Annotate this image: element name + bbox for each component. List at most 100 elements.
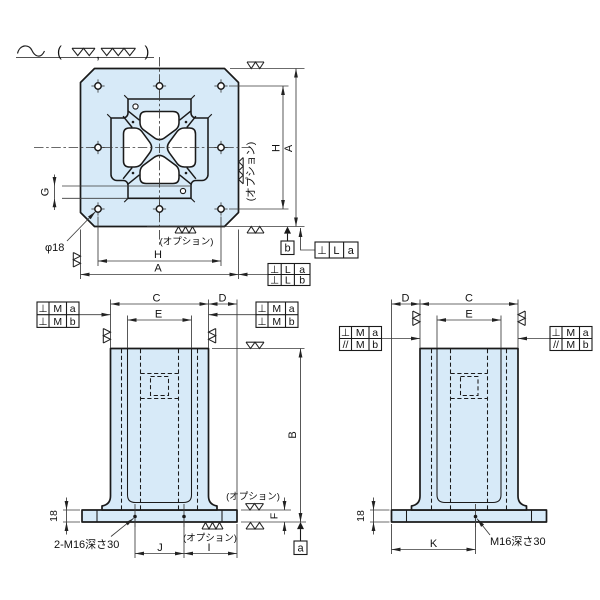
fcf-datum: a [583,327,589,339]
callout-dia18: φ18 [45,211,96,254]
front-column [101,347,218,511]
dim-K-label: K [430,538,438,550]
fcf-side-left: ⊥ M a // M b [338,325,420,351]
finish-mid-icon [245,521,265,530]
callout-M16: M16深さ30 [476,518,546,548]
front-base [81,509,238,523]
dim-I: I [184,524,238,558]
dim-18-label: 18 [355,510,367,522]
dim-E-label: E [465,309,472,321]
fcf-symbol: ⊥ [257,316,266,328]
fcf-tolerance: L [285,275,291,287]
top-option-right: (オプション) [237,142,257,202]
front-square-window [149,375,170,397]
finish-fine-icon [100,47,136,57]
finish-mid-icon [246,61,265,70]
note-comma: , [96,47,100,63]
dim-C-front: C [110,293,209,306]
surface-finish-note: ( , ) [16,45,154,63]
dim-J-label: J [157,542,163,554]
tap-label: M16深さ30 [490,535,546,548]
finish-fine-icon [201,521,224,531]
dim-E-side: E [437,309,501,322]
finish-mid-icon [245,341,265,350]
front-hidden-lines [120,349,199,510]
dim-C-label: C [153,293,161,305]
tap2-label: 2-M16深さ30 [54,538,119,551]
dim-G-label: G [40,188,52,197]
finish-mid-icon [246,225,265,234]
finish-mid-rotated-icon [102,328,112,344]
dim-C-label: C [465,293,473,305]
note-rparen: ) [145,45,150,61]
finish-mid-icon [71,47,96,57]
datum-b: b [280,226,295,256]
fcf-tolerance: M [53,316,62,328]
fcf-datum: b [583,339,589,351]
front-view: C D E ⊥ M a ⊥ M b [36,293,308,558]
dim-D-side: D [391,293,420,306]
option-label: (オプション) [226,492,280,503]
finish-mid-rotated-icon [207,328,217,344]
fcf-symbol: // [553,339,559,351]
fcf-symbol: ⊥ [38,303,47,315]
datum-triangle-icon [297,522,304,530]
side-base [390,509,548,523]
front-option-top: (オプション) [226,492,280,511]
dim-E-label: E [155,309,162,321]
dim-A-label: A [283,144,295,152]
fcf-datum: a [299,264,305,276]
radius-center-dots [131,120,188,175]
fcf-tolerance: M [356,327,365,339]
dim-D-front: D [208,293,237,306]
rib-neck-edges [122,110,197,185]
dim-I-label: I [207,542,210,554]
option-label: (オプション) [160,237,214,248]
fcf-datum: a [70,303,76,315]
fcf-tolerance: L [285,264,291,276]
fcf-top-plane: ⊥ L a [298,228,359,259]
fcf-side-faces: ⊥ L a ⊥ L b [238,262,311,287]
fcf-tolerance: M [272,316,281,328]
fcf-datum: b [289,316,295,328]
finish-fine-icon [174,225,197,235]
option-label: (オプション) [245,142,257,202]
dim-18-front: 18 [48,497,80,535]
dim-D-label: D [402,293,410,305]
fcf-symbol: // [343,339,349,351]
fcf-symbol: ⊥ [38,316,47,328]
fcf-tolerance: M [53,303,62,315]
dim-J: J [134,519,185,558]
dim-K: K [391,519,476,554]
fcf-tolerance: M [272,303,281,315]
fcf-datum: a [348,245,355,257]
pin-hole-1 [132,103,139,110]
note-lparen: ( [57,45,62,61]
side-column [410,347,528,511]
dim-H-right: H [229,85,289,210]
tilde-all-surfaces-icon [16,45,46,57]
dim-A-bottom: A [80,229,239,279]
fcf-tolerance: L [333,245,339,257]
fcf-front-left: ⊥ M a ⊥ M b [36,301,111,328]
pin-hole-2 [179,187,187,195]
dim-D-label: D [219,293,227,305]
front-option-bottom: (オプション) [183,521,237,544]
datum-a: a [293,522,308,556]
dim-18-side: 18 [355,497,390,535]
fcf-symbol: ⊥ [257,303,266,315]
fcf-symbol: ⊥ [317,245,327,257]
dia18-label: φ18 [45,242,64,254]
side-hidden-lines [430,349,508,510]
finish-mid-rotated-icon [516,310,527,326]
fcf-datum: a [289,303,295,315]
finish-fine-icon [237,157,244,185]
fcf-front-right: ⊥ M a ⊥ M b [208,301,299,328]
fcf-datum: a [372,327,378,339]
finish-mid-icon [245,502,264,511]
dim-G: G [40,174,57,210]
fcf-tolerance: M [356,339,365,351]
fcf-symbol: ⊥ [270,264,279,276]
dim-F-label: F [269,513,281,519]
callout-2-M16: 2-M16深さ30 [54,517,134,551]
